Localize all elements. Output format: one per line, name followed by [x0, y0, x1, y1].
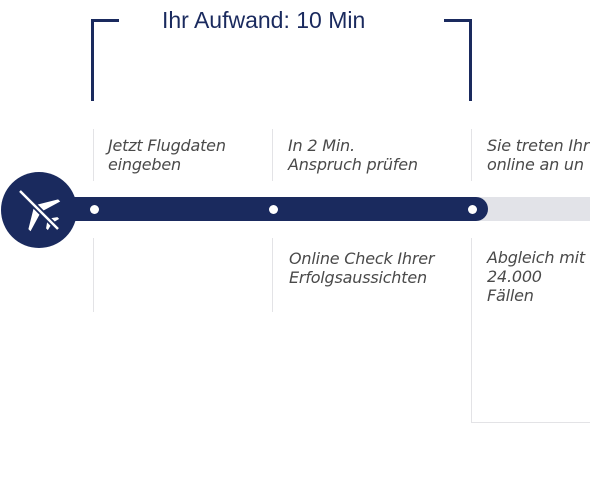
step-3-marker [468, 205, 477, 214]
step-2-label: In 2 Min. Anspruch prüfen [288, 136, 418, 174]
step-3-bottom-baseline [471, 422, 590, 423]
effort-title: Ihr Aufwand: 10 Min [162, 7, 366, 33]
step-3-detail: Abgleich mit 24.000 Fällen [487, 248, 585, 305]
airplane-icon [17, 188, 61, 232]
step-3-bottom-divider [471, 238, 472, 423]
step-1-label: Jetzt Flugdaten eingeben [108, 136, 226, 174]
step-1-bottom-divider [93, 238, 94, 312]
timeline-track [470, 197, 590, 221]
step-2-detail: Online Check Ihrer Erfolgsaussichten [289, 249, 435, 287]
step-2-bottom-divider [272, 238, 273, 312]
step-3-label: Sie treten Ihr online an un [487, 136, 590, 174]
step-2-top-divider [272, 129, 273, 181]
step-1-marker [90, 205, 99, 214]
bracket-left-vertical [91, 19, 94, 101]
step-2-marker [269, 205, 278, 214]
step-1-top-divider [93, 129, 94, 181]
start-badge [1, 172, 77, 248]
bracket-right-horizontal [444, 19, 472, 22]
step-3-top-divider [471, 129, 472, 181]
bracket-left-horizontal [91, 19, 119, 22]
bracket-right-vertical [469, 19, 472, 101]
